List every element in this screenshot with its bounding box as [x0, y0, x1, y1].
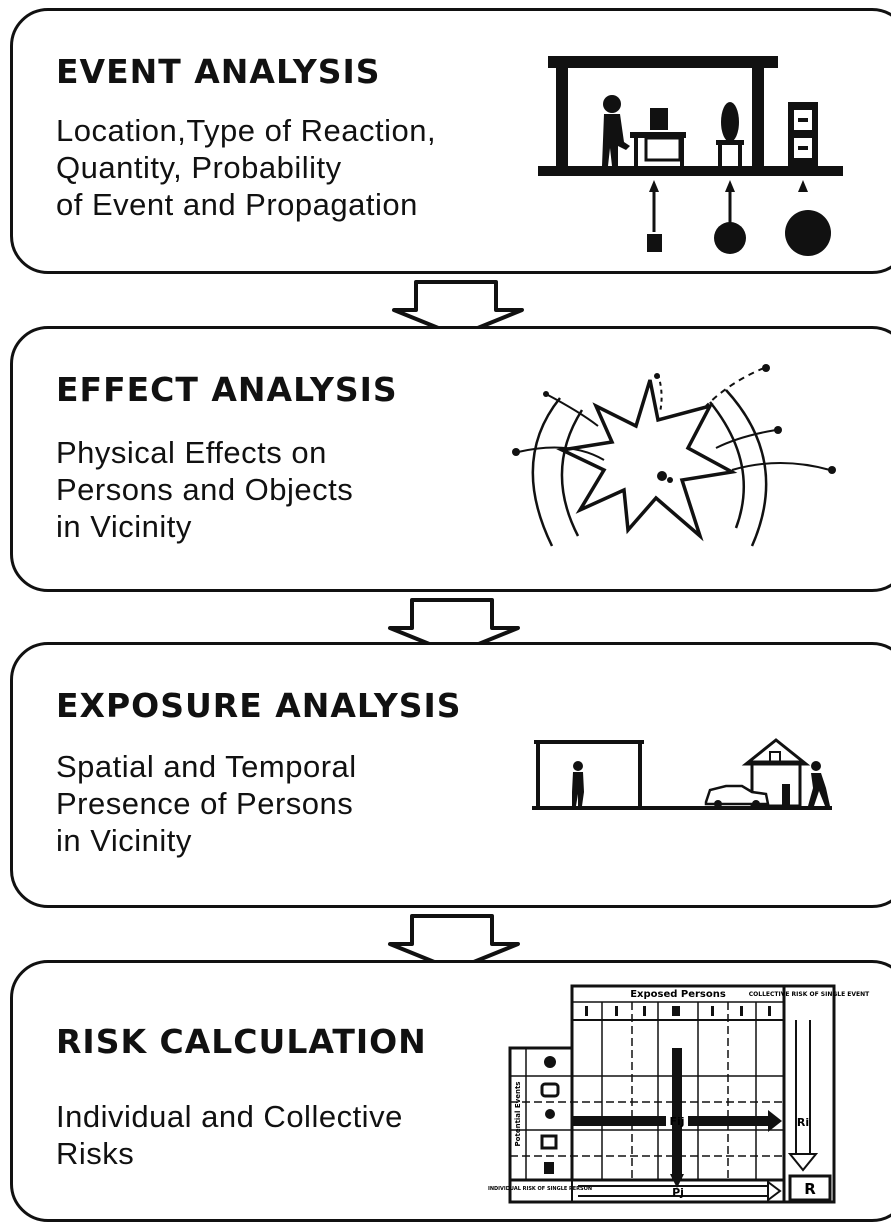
- column-risk-label: Pj: [672, 1186, 684, 1199]
- description-line: of Event and Propagation: [56, 187, 418, 222]
- stage-title-risk-calculation: RISK CALCULATION: [56, 1022, 427, 1061]
- description-line: Presence of Persons: [56, 786, 354, 821]
- collective-risk-label: COLLECTIVE RISK OF SINGLE EVENT: [749, 991, 870, 998]
- flow-arrow-down: [392, 280, 524, 338]
- risk-matrix-illustration: Exposed Persons COLLECTIVE RISK OF SINGL…: [488, 984, 870, 1204]
- stage-box-event-analysis: [10, 8, 891, 274]
- row-risk-label: Ri: [797, 1116, 809, 1129]
- description-line: Physical Effects on: [56, 435, 327, 470]
- flow-arrow-down: [388, 598, 520, 656]
- risk-table-header: Exposed Persons: [630, 989, 726, 1000]
- stage-box-effect-analysis: [10, 326, 891, 592]
- stage-title-exposure-analysis: EXPOSURE ANALYSIS: [56, 686, 462, 725]
- stage-description-risk-calculation: Individual and Collective Risks: [56, 1098, 403, 1172]
- potential-events-label: Potential Events: [514, 1082, 522, 1147]
- explosion-illustration: [512, 364, 836, 547]
- description-line: in Vicinity: [56, 823, 192, 858]
- flow-arrow-down: [388, 914, 520, 972]
- stage-title-event-analysis: EVENT ANALYSIS: [56, 52, 381, 91]
- cell-risk-label: Fij: [669, 1115, 684, 1128]
- description-line: in Vicinity: [56, 509, 192, 544]
- building-event-illustration: [538, 56, 843, 256]
- individual-risk-label: INDIVIDUAL RISK OF SINGLE PERSON: [488, 1186, 592, 1192]
- total-risk-label: R: [804, 1180, 816, 1198]
- description-line: Spatial and Temporal: [56, 749, 357, 784]
- description-line: Risks: [56, 1136, 135, 1171]
- description-line: Persons and Objects: [56, 472, 354, 507]
- stage-description-effect-analysis: Physical Effects on Persons and Objects …: [56, 434, 353, 545]
- description-line: Quantity, Probability: [56, 150, 342, 185]
- description-line: Location,Type of Reaction,: [56, 113, 437, 148]
- stage-description-event-analysis: Location,Type of Reaction, Quantity, Pro…: [56, 112, 436, 223]
- stage-description-exposure-analysis: Spatial and Temporal Presence of Persons…: [56, 748, 357, 859]
- stage-title-effect-analysis: EFFECT ANALYSIS: [56, 370, 398, 409]
- exposure-scene-illustration: [532, 738, 832, 810]
- stage-box-exposure-analysis: [10, 642, 891, 908]
- description-line: Individual and Collective: [56, 1099, 403, 1134]
